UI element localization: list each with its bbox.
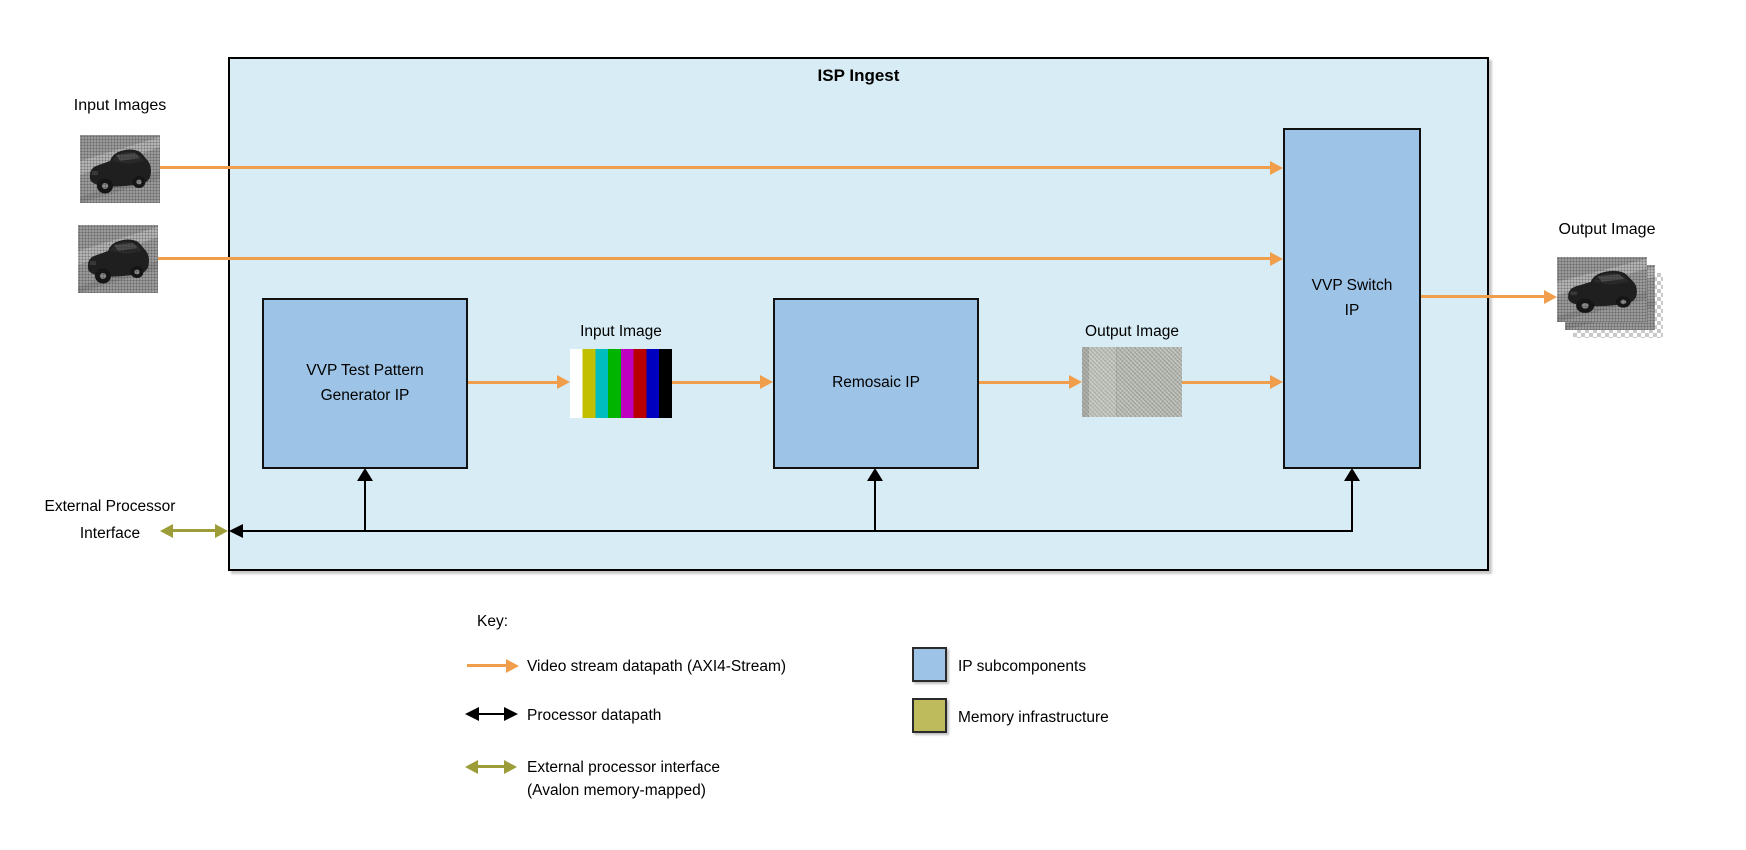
video-arrow-input1-line bbox=[160, 166, 1270, 169]
video-arrow-tpg-to-bars-head-icon bbox=[557, 375, 570, 389]
block-test-pattern-generator-label: VVP Test Pattern Generator IP bbox=[306, 362, 424, 404]
external-processor-interface-label: External Processor Interface bbox=[44, 498, 176, 542]
epi-arrow-line bbox=[171, 529, 217, 532]
key-external-label: External processor interface (Avalon mem… bbox=[527, 756, 720, 802]
input-image-colorbars bbox=[570, 349, 672, 418]
processor-branch-switch-head-icon bbox=[1344, 468, 1360, 481]
block-remosaic-label: Remosaic IP bbox=[832, 374, 920, 392]
block-vvp-switch: VVP Switch IP bbox=[1283, 128, 1421, 469]
key-processor-label: Processor datapath bbox=[527, 707, 662, 724]
video-arrow-bars-to-remosaic-head-icon bbox=[760, 375, 773, 389]
video-arrow-bayer-to-switch-line bbox=[1182, 381, 1270, 384]
key-processor-arrow-right-head-icon bbox=[504, 707, 518, 721]
processor-bus-line bbox=[241, 530, 1353, 532]
video-arrow-input1-head-icon bbox=[1270, 161, 1283, 175]
video-arrow-switch-out-head-icon bbox=[1544, 290, 1557, 304]
input-image-2 bbox=[78, 225, 158, 293]
output-stack-front-layer bbox=[1557, 257, 1647, 322]
processor-branch-tpg-line bbox=[364, 479, 366, 532]
processor-branch-switch-line bbox=[1351, 479, 1353, 532]
epi-arrow-left-head-icon bbox=[160, 524, 173, 538]
processor-branch-tpg-head-icon bbox=[357, 468, 373, 481]
block-test-pattern-generator: VVP Test Pattern Generator IP bbox=[262, 298, 468, 469]
key-title: Key: bbox=[477, 613, 509, 630]
processor-branch-remosaic-head-icon bbox=[867, 468, 883, 481]
video-arrow-bars-to-remosaic-line bbox=[672, 381, 760, 384]
input-image-1 bbox=[80, 135, 160, 203]
block-vvp-switch-label: VVP Switch IP bbox=[1311, 277, 1393, 319]
processor-branch-remosaic-line bbox=[874, 479, 876, 532]
video-arrow-switch-out-line bbox=[1420, 295, 1544, 298]
key-external-arrow-line bbox=[476, 765, 506, 768]
block-remosaic: Remosaic IP bbox=[773, 298, 979, 469]
key-processor-arrow-left-head-icon bbox=[465, 707, 479, 721]
output-image-bayer bbox=[1082, 347, 1182, 417]
video-arrow-bayer-to-switch-head-icon bbox=[1270, 375, 1283, 389]
key-video-stream-label: Video stream datapath (AXI4-Stream) bbox=[527, 658, 787, 675]
video-arrow-remosaic-to-bayer-head-icon bbox=[1069, 375, 1082, 389]
key-memory-infrastructure-label: Memory infrastructure bbox=[958, 709, 1109, 726]
key-ip-subcomponents-swatch bbox=[912, 647, 947, 682]
video-arrow-input2-line bbox=[157, 257, 1270, 260]
key-external-arrow-right-head-icon bbox=[504, 760, 517, 774]
video-arrow-input2-head-icon bbox=[1270, 252, 1283, 266]
key-video-arrow-line bbox=[467, 664, 507, 667]
video-arrow-tpg-to-bars-line bbox=[467, 381, 557, 384]
output-image-inner-label: Output Image bbox=[1085, 323, 1179, 340]
input-image-label: Input Image bbox=[580, 323, 662, 340]
key-processor-arrow-line bbox=[477, 713, 505, 715]
container-title: ISP Ingest bbox=[817, 66, 900, 85]
output-image-right-label: Output Image bbox=[1558, 221, 1656, 238]
processor-bus-left-head-icon bbox=[229, 524, 243, 538]
key-external-label-line2: (Avalon memory-mapped) bbox=[527, 782, 706, 799]
input-images-label: Input Images bbox=[73, 97, 167, 114]
key-memory-infrastructure-swatch bbox=[912, 698, 947, 733]
key-video-arrow-head-icon bbox=[506, 659, 519, 673]
key-ip-subcomponents-label: IP subcomponents bbox=[958, 658, 1087, 675]
epi-arrow-right-head-icon bbox=[215, 524, 228, 538]
video-arrow-remosaic-to-bayer-line bbox=[978, 381, 1069, 384]
key-external-arrow-left-head-icon bbox=[465, 760, 478, 774]
key-external-label-line1: External processor interface bbox=[527, 759, 720, 776]
